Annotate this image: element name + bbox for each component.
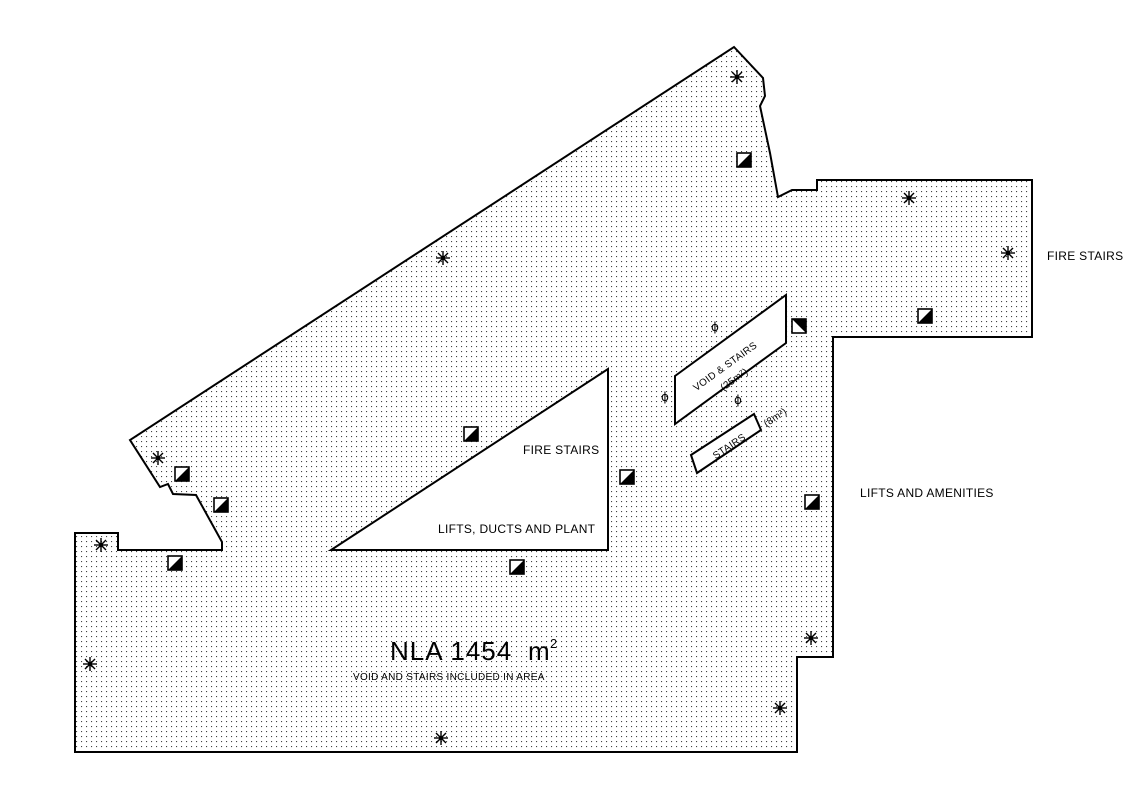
nla-value: NLA 1454 [390, 636, 512, 666]
phi-marker: ϕ [734, 393, 742, 407]
phi-marker: ϕ [661, 390, 669, 404]
lifts-amenities-label: LIFTS AND AMENITIES [860, 486, 994, 500]
fire-stairs-label: FIRE STAIRS [1047, 249, 1123, 263]
floor-area [74, 45, 1033, 753]
nla-unit-exponent: 2 [550, 636, 557, 651]
phi-marker: ϕ [711, 320, 719, 334]
core-fire-stairs-label: FIRE STAIRS [523, 443, 599, 457]
lifts-ducts-plant-label: LIFTS, DUCTS AND PLANT [438, 522, 596, 536]
nla-note: VOID AND STAIRS INCLUDED IN AREA [353, 672, 545, 683]
core-void-triangle [327, 367, 609, 551]
nla-unit: m [528, 636, 551, 666]
